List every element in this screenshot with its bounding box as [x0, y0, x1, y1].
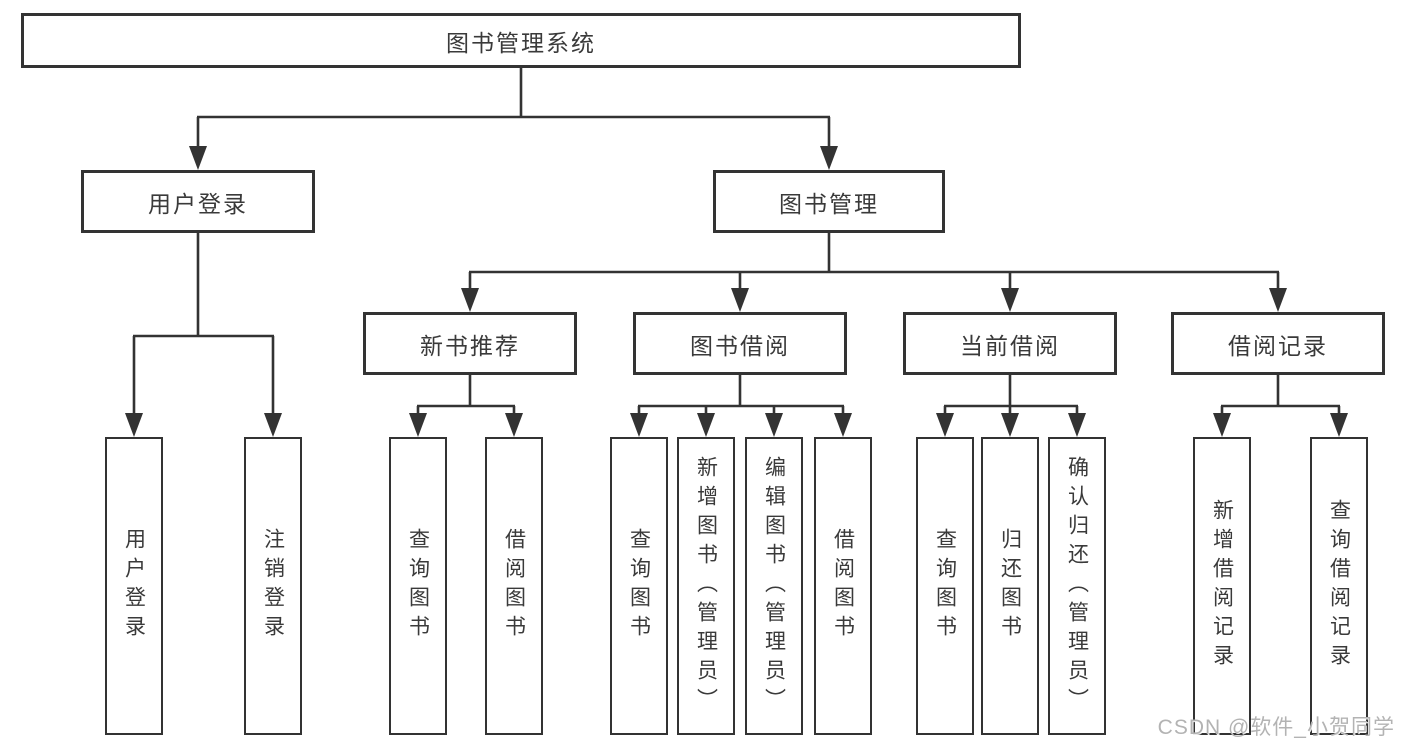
- node-label: 借阅图书: [502, 528, 526, 644]
- arrowhead: [264, 413, 282, 437]
- node-label: 新增借阅记录: [1210, 499, 1234, 673]
- node-label: 新书推荐: [420, 332, 520, 359]
- node-label: 用户登录: [122, 528, 146, 644]
- node-borrow-records: 借阅记录: [1171, 312, 1385, 375]
- connector-current-borrow-branch: [936, 375, 1086, 437]
- node-label: 编辑图书（管理员）: [762, 455, 786, 717]
- arrowhead: [505, 413, 523, 437]
- leaf-user-login: 用户登录: [105, 437, 163, 735]
- arrowhead: [125, 413, 143, 437]
- arrowhead: [1068, 413, 1086, 437]
- leaf-add-book-admin: 新增图书（管理员）: [677, 437, 735, 735]
- node-new-book-recommend: 新书推荐: [363, 312, 577, 375]
- node-label: 当前借阅: [960, 332, 1060, 359]
- node-label: 查询借阅记录: [1327, 499, 1351, 673]
- node-root: 图书管理系统: [21, 13, 1021, 68]
- node-user-login: 用户登录: [81, 170, 315, 233]
- leaf-logout: 注销登录: [244, 437, 302, 735]
- arrowhead: [936, 413, 954, 437]
- arrowhead: [1213, 413, 1231, 437]
- node-label: 确认归还（管理员）: [1065, 455, 1089, 717]
- node-book-borrow: 图书借阅: [633, 312, 847, 375]
- leaf-query-book-current: 查询图书: [916, 437, 974, 735]
- node-label: 借阅图书: [831, 528, 855, 644]
- arrowhead: [630, 413, 648, 437]
- arrowhead: [731, 288, 749, 312]
- leaf-query-book-borrow: 查询图书: [610, 437, 668, 735]
- leaf-borrow-book-recommend: 借阅图书: [485, 437, 543, 735]
- csdn-watermark: CSDN @软件_小贺同学: [1157, 716, 1395, 739]
- node-book-mgmt: 图书管理: [713, 170, 945, 233]
- arrowhead: [765, 413, 783, 437]
- connector-book-mgmt-branch: [461, 233, 1287, 312]
- node-label: 查询图书: [933, 528, 957, 644]
- arrowhead: [820, 146, 838, 170]
- leaf-add-borrow-record: 新增借阅记录: [1193, 437, 1251, 735]
- node-label: 查询图书: [627, 528, 651, 644]
- node-label: 注销登录: [261, 528, 285, 644]
- node-label: 用户登录: [148, 190, 248, 217]
- arrowhead: [409, 413, 427, 437]
- connector-book-borrow-branch: [630, 375, 852, 437]
- connector-user-login-branch: [125, 233, 282, 437]
- node-label: 图书借阅: [690, 332, 790, 359]
- arrowhead: [1001, 288, 1019, 312]
- arrowhead: [1001, 413, 1019, 437]
- connector-root-to-level1: [189, 68, 838, 170]
- leaf-return-book: 归还图书: [981, 437, 1039, 735]
- arrowhead: [189, 146, 207, 170]
- arrowhead: [834, 413, 852, 437]
- leaf-confirm-return-admin: 确认归还（管理员）: [1048, 437, 1106, 735]
- leaf-query-book-recommend: 查询图书: [389, 437, 447, 735]
- connector-new-book-branch: [409, 375, 523, 437]
- node-label: 图书管理系统: [446, 29, 596, 56]
- node-label: 归还图书: [998, 528, 1022, 644]
- leaf-edit-book-admin: 编辑图书（管理员）: [745, 437, 803, 735]
- arrowhead: [1330, 413, 1348, 437]
- node-label: 借阅记录: [1228, 332, 1328, 359]
- node-label: 新增图书（管理员）: [694, 455, 718, 717]
- node-label: 查询图书: [406, 528, 430, 644]
- arrowhead: [1269, 288, 1287, 312]
- leaf-borrow-book: 借阅图书: [814, 437, 872, 735]
- leaf-query-borrow-record: 查询借阅记录: [1310, 437, 1368, 735]
- arrowhead: [461, 288, 479, 312]
- node-current-borrow: 当前借阅: [903, 312, 1117, 375]
- arrowhead: [697, 413, 715, 437]
- connector-borrow-records-branch: [1213, 375, 1348, 437]
- node-label: 图书管理: [779, 190, 879, 217]
